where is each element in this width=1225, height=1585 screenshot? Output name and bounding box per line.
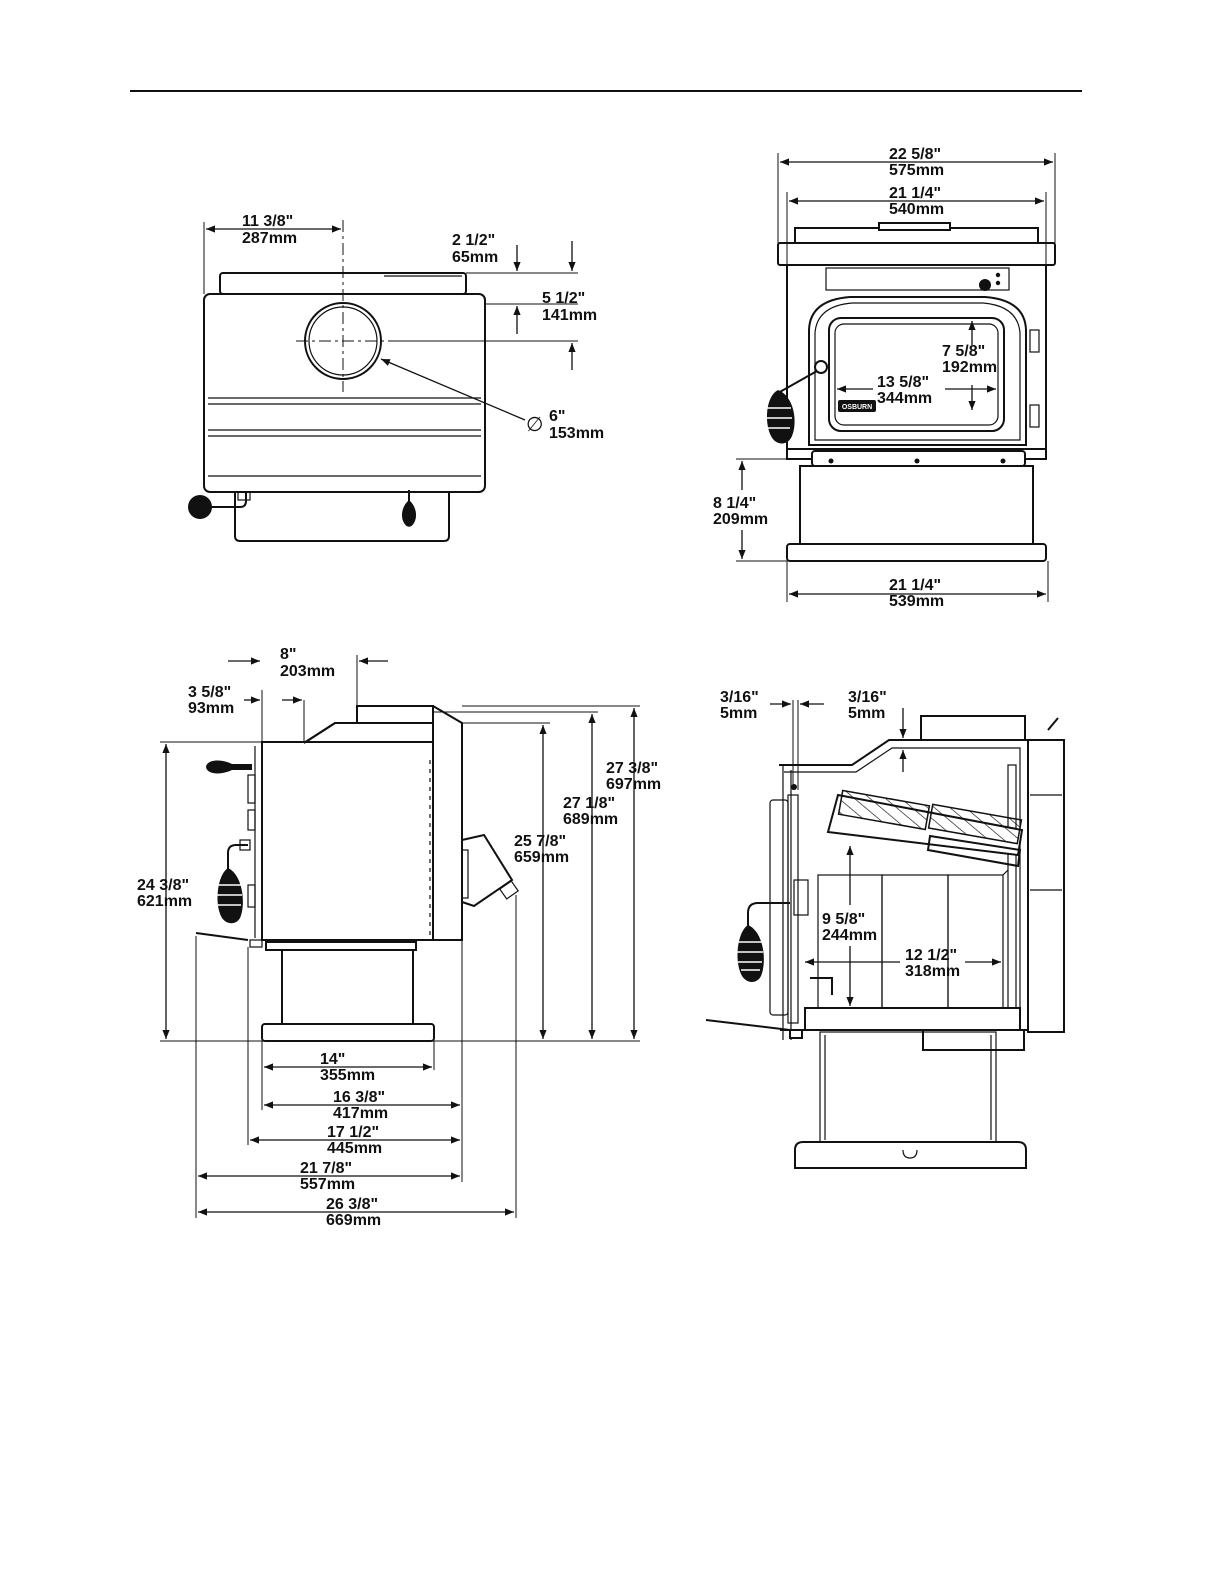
dim-label: 540mm — [889, 201, 944, 218]
dim-label: 7 5/8" — [942, 343, 985, 360]
dim-label: 209mm — [713, 511, 768, 528]
side-view — [160, 655, 640, 1218]
dim-label: 621mm — [137, 893, 192, 910]
dim-label: 557mm — [300, 1176, 355, 1193]
dim-label: 244mm — [822, 927, 877, 944]
dim-label: 21 1/4" — [889, 577, 941, 594]
dim-label: 13 5/8" — [877, 374, 929, 391]
dim-label: 8 1/4" — [713, 495, 756, 512]
dim-label: 27 1/8" — [563, 795, 615, 812]
front-view: OSBURN — [736, 153, 1056, 602]
dim-label: 6" — [549, 408, 565, 425]
dim-label: 287mm — [242, 230, 297, 247]
dim-label: 689mm — [563, 811, 618, 828]
dim-label: 417mm — [333, 1105, 388, 1122]
dim-label: 697mm — [606, 776, 661, 793]
dim-label: 17 1/2" — [327, 1124, 379, 1141]
dim-label: 65mm — [452, 249, 498, 266]
section-view — [705, 700, 1065, 1169]
dim-label: 3/16" — [720, 689, 759, 706]
dim-label: 93mm — [188, 700, 234, 717]
dim-label: 318mm — [905, 963, 960, 980]
dim-label: 5mm — [720, 705, 757, 722]
dim-label: 22 5/8" — [889, 146, 941, 163]
dim-label: 539mm — [889, 593, 944, 610]
dim-label: 27 3/8" — [606, 760, 658, 777]
dim-label: 16 3/8" — [333, 1089, 385, 1106]
dim-label: 575mm — [889, 162, 944, 179]
dim-label: 355mm — [320, 1067, 375, 1084]
dim-label: 11 3/8" — [242, 213, 293, 230]
brand-badge: OSBURN — [842, 404, 872, 411]
dim-label: 3 5/8" — [188, 684, 231, 701]
dim-label: 669mm — [326, 1212, 381, 1229]
dim-label: 2 1/2" — [452, 232, 495, 249]
dim-label: 153mm — [549, 425, 604, 442]
dim-label: 24 3/8" — [137, 877, 189, 894]
dim-label: 5mm — [848, 705, 885, 722]
dim-label: 5 1/2" — [542, 290, 585, 307]
dim-label: 445mm — [327, 1140, 382, 1157]
dim-label: 8" — [280, 646, 296, 663]
dim-label: 25 7/8" — [514, 833, 566, 850]
dim-label: 192mm — [942, 359, 997, 376]
dim-label: 659mm — [514, 849, 569, 866]
dim-label: 14" — [320, 1051, 345, 1068]
dim-label: 21 7/8" — [300, 1160, 352, 1177]
dim-label: 3/16" — [848, 689, 887, 706]
dim-label: 344mm — [877, 390, 932, 407]
dim-label: 21 1/4" — [889, 185, 941, 202]
dimension-labels: 11 3/8" 287mm 2 1/2" 65mm 5 1/2" 141mm ∅… — [137, 146, 997, 1229]
diameter-symbol: ∅ — [526, 414, 543, 436]
top-view — [188, 220, 578, 542]
dim-label: 9 5/8" — [822, 911, 865, 928]
dim-label: 26 3/8" — [326, 1196, 378, 1213]
dim-label: 203mm — [280, 663, 335, 680]
dim-label: 12 1/2" — [905, 947, 957, 964]
dim-label: 141mm — [542, 307, 597, 324]
